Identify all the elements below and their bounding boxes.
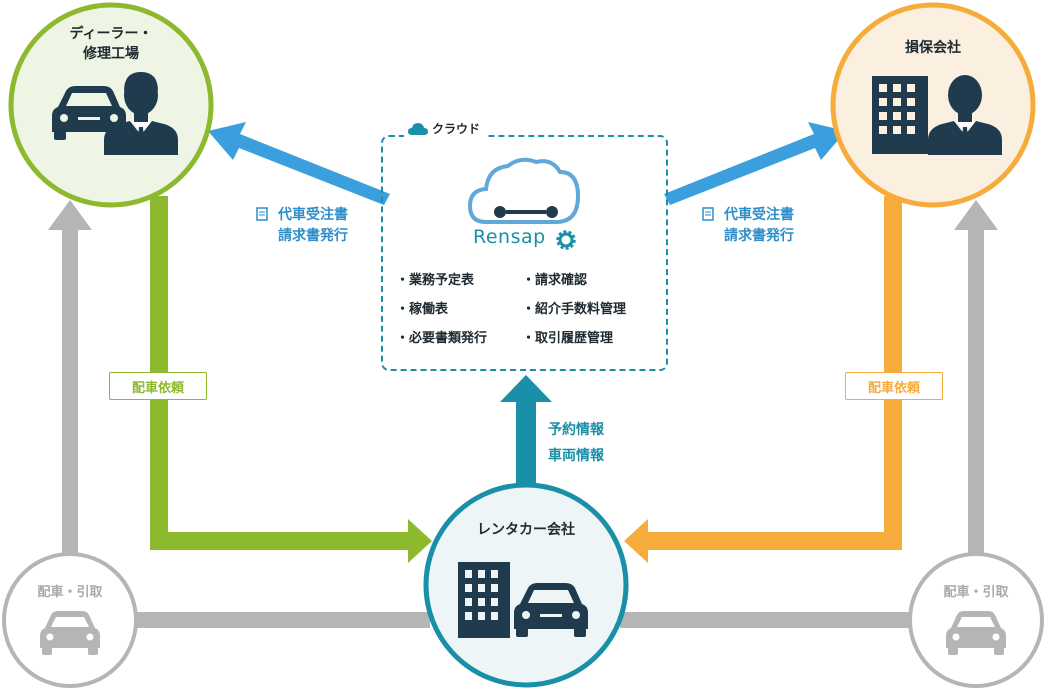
insurer-label: 損保会社 bbox=[905, 40, 961, 56]
cloud-tag: クラウド bbox=[404, 120, 487, 137]
dealer-car-icon bbox=[52, 86, 126, 140]
cloud-icon bbox=[408, 122, 428, 135]
rensap-cloud-logo-icon bbox=[467, 157, 581, 224]
insurer-person-icon bbox=[928, 75, 1002, 155]
insurer-building-icon bbox=[872, 76, 928, 154]
rental-label: レンタカー会社 bbox=[477, 522, 575, 538]
rental-car-icon bbox=[514, 583, 588, 637]
from-rental-note-line1: 予約情報 bbox=[548, 422, 604, 438]
feature-left-1: ・業務予定表 bbox=[396, 273, 475, 288]
feature-left-2: ・稼働表 bbox=[396, 302, 449, 317]
document-icon-left bbox=[256, 207, 268, 221]
feature-right-1: ・請求確認 bbox=[522, 273, 588, 288]
dispatch-right-car-icon bbox=[946, 611, 1006, 655]
to-insurer-note-line1: 代車受注書 bbox=[724, 207, 794, 223]
dealer-label-line2: 修理工場 bbox=[83, 46, 139, 62]
cloud-panel bbox=[381, 135, 668, 371]
rental-circle bbox=[423, 482, 629, 688]
dispatch-right-label: 配車・引取 bbox=[943, 585, 1009, 600]
rensap-gear-icon bbox=[556, 230, 576, 250]
from-rental-note-line2: 車両情報 bbox=[548, 448, 604, 464]
dealer-label: ディーラー・ 修理工場 bbox=[41, 24, 181, 64]
gray-arrow-right bbox=[954, 200, 998, 558]
to-dealer-note-line2: 請求書発行 bbox=[278, 228, 348, 244]
to-dealer-note-line1: 代車受注書 bbox=[278, 207, 348, 223]
from-rental-note: 予約情報 車両情報 bbox=[548, 417, 604, 469]
cloud-tag-text: クラウド bbox=[432, 122, 481, 136]
insurer-request-badge: 配車依頼 bbox=[845, 372, 943, 400]
to-dealer-note: 代車受注書 請求書発行 bbox=[270, 205, 348, 247]
insurer-circle bbox=[830, 2, 1036, 208]
rensap-logo-text: Rensap bbox=[473, 226, 546, 248]
blue-arrow-to-insurer bbox=[664, 122, 846, 205]
gray-flows bbox=[48, 200, 998, 628]
blue-arrow-to-dealer bbox=[208, 122, 390, 205]
document-icon-right bbox=[702, 207, 714, 221]
feature-right-3: ・取引履歴管理 bbox=[522, 331, 614, 346]
dispatch-left-label: 配車・引取 bbox=[37, 585, 103, 600]
rental-building-icon bbox=[458, 562, 510, 638]
dealer-request-badge: 配車依頼 bbox=[109, 372, 207, 400]
gray-arrow-left bbox=[48, 200, 92, 558]
feature-left-3: ・必要書類発行 bbox=[396, 331, 488, 346]
gray-line-left bbox=[130, 612, 430, 628]
dealer-label-line1: ディーラー・ bbox=[69, 26, 153, 42]
feature-right-2: ・紹介手数料管理 bbox=[522, 302, 627, 317]
teal-up-arrow bbox=[500, 375, 552, 487]
dealer-person-icon bbox=[104, 72, 178, 155]
to-insurer-note-line2: 請求書発行 bbox=[724, 228, 794, 244]
dispatch-left-car-icon bbox=[40, 611, 100, 655]
gray-line-right bbox=[620, 612, 920, 628]
to-insurer-note: 代車受注書 請求書発行 bbox=[716, 205, 794, 247]
